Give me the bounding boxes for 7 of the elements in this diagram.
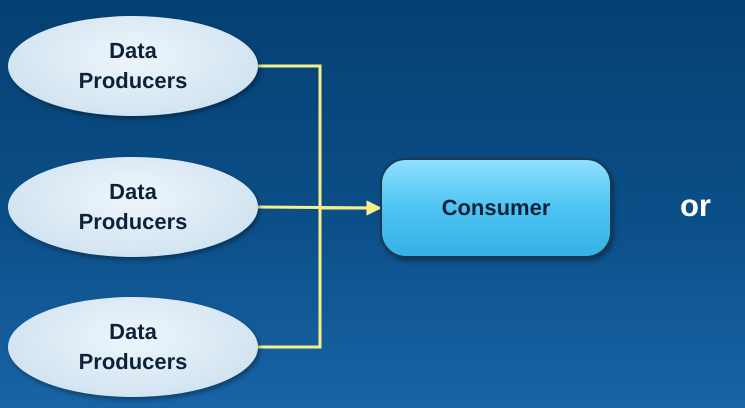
node-label: Data Producers	[78, 178, 188, 236]
connector-arrow	[258, 200, 382, 348]
rounded-box	[380, 158, 612, 258]
connector-word: or	[680, 188, 711, 224]
node-label: Consumer	[442, 194, 550, 222]
node-label: Data Producers	[78, 37, 188, 95]
node-label: Data Producers	[78, 318, 188, 376]
